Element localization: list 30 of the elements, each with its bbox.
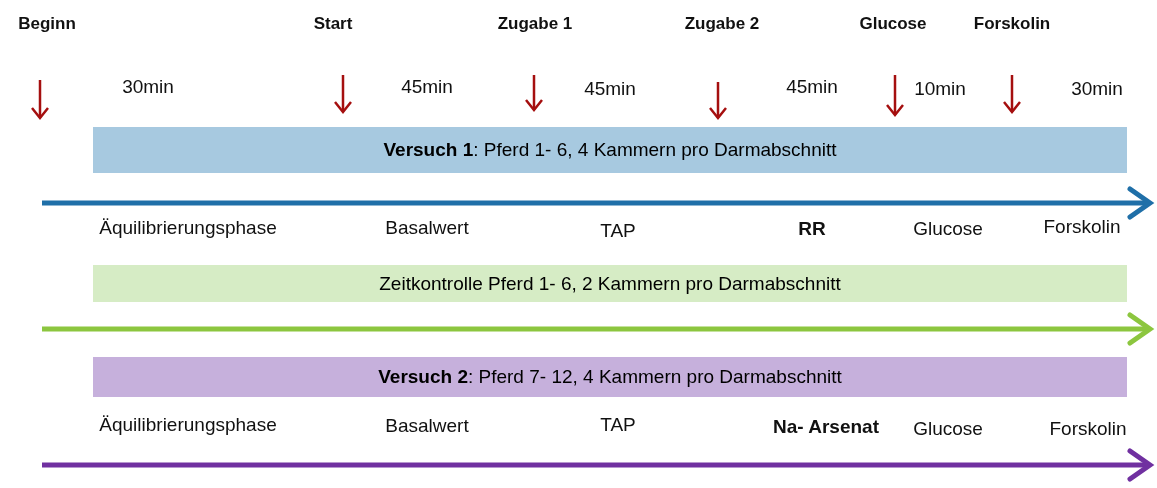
band-title: Versuch 2: Pferd 7- 12, 4 Kammern pro Darmabschnitt xyxy=(378,366,842,388)
phase-label: Äquilibrierungsphase xyxy=(99,414,277,436)
event-label: Zugabe 1 xyxy=(497,14,573,34)
phase-label: Na- Arsenat xyxy=(773,416,879,438)
phase-label: Glucose xyxy=(913,418,983,440)
phase-label: Forskolin xyxy=(1043,216,1121,238)
phase-label: TAP xyxy=(600,220,636,242)
event-label: Zugabe 2 xyxy=(684,14,760,34)
duration-label: 10min xyxy=(914,78,966,100)
duration-label: 45min xyxy=(584,78,636,100)
phase-band xyxy=(93,127,1127,173)
phase-label: Forskolin xyxy=(1049,418,1127,440)
phase-band xyxy=(93,265,1127,302)
duration-label: 30min xyxy=(122,76,174,98)
phase-label: Basalwert xyxy=(385,415,469,437)
event-label: Beginn xyxy=(18,14,76,34)
phase-label: Äquilibrierungsphase xyxy=(99,217,277,239)
duration-label: 45min xyxy=(786,76,838,98)
phase-label: RR xyxy=(798,218,826,240)
duration-label: 30min xyxy=(1071,78,1123,100)
phase-label: Glucose xyxy=(913,218,983,240)
phase-label: Basalwert xyxy=(385,217,469,239)
band-title: Versuch 1: Pferd 1- 6, 4 Kammern pro Darmabschnitt xyxy=(383,139,837,161)
event-label: Forskolin xyxy=(973,14,1051,34)
event-label: Glucose xyxy=(859,14,927,34)
phase-band xyxy=(93,357,1127,397)
duration-label: 45min xyxy=(401,76,453,98)
band-title: Zeitkontrolle Pferd 1- 6, 2 Kammern pro Darmabschnitt xyxy=(379,272,841,295)
event-label: Start xyxy=(313,14,353,34)
phase-label: TAP xyxy=(600,414,636,436)
